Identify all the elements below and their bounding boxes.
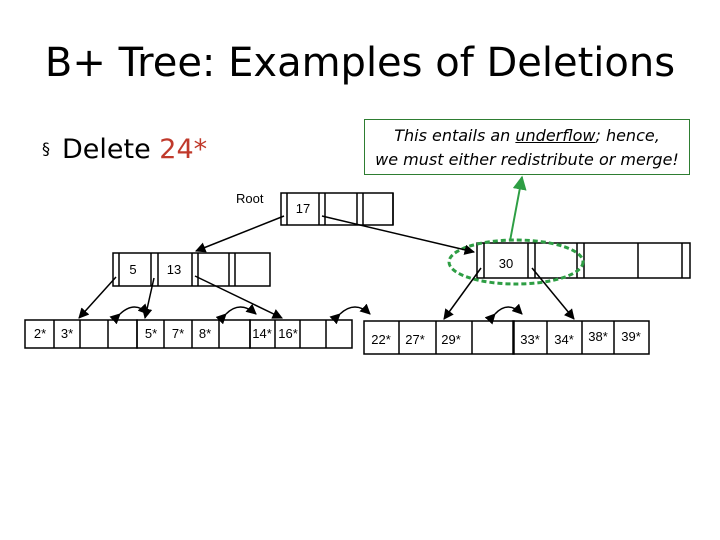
leaf-5-key-2: 34*: [554, 332, 574, 347]
leaf-4-key-1: 22*: [371, 332, 391, 347]
note-underflow-word: underflow: [515, 126, 596, 145]
bullet-marker: §: [42, 139, 50, 158]
right-inner-key-1: 30: [499, 256, 513, 271]
root-node: [280, 192, 394, 226]
underflow-note: This entails an underflow; hence, we must…: [364, 119, 690, 175]
leaf-4-key-3: 29*: [441, 332, 461, 347]
pointer-left-inner-leaf-1: [78, 276, 117, 319]
root-label: Root: [236, 191, 264, 206]
note-pointer-arrow: [509, 175, 527, 242]
leaf-5-key-3: 38*: [588, 329, 608, 344]
pointer-right-inner-leaf-5: [531, 267, 575, 320]
pointer-right-inner-leaf-4: [443, 267, 482, 320]
leaf-2-key-3: 8*: [199, 326, 211, 341]
pointer-root-left: [195, 215, 285, 253]
underflow-highlight: [447, 238, 585, 286]
leaf-node-5-box: [512, 320, 650, 355]
leaf-3-key-2: 16*: [278, 326, 298, 341]
left-inner-node: [112, 252, 271, 287]
sibling-link-2-3: [215, 303, 257, 325]
leaf-1-key-1: 2*: [34, 326, 46, 341]
sibling-link-1-2: [109, 303, 149, 325]
slide-title: B+ Tree: Examples of Deletions: [44, 40, 676, 86]
leaf-node-4: [363, 320, 515, 355]
delete-key: 24*: [159, 134, 208, 165]
leaf-2-key-1: 5*: [145, 326, 157, 341]
leaf-node-3: [249, 319, 353, 349]
leaf-node-4-box: [363, 320, 515, 355]
pointer-left-inner-leaf-3: [194, 275, 283, 319]
leaf-5-key-4: 39*: [621, 329, 641, 344]
leaf-5-key-1: 33*: [520, 332, 540, 347]
leaf-4-key-2: 27*: [405, 332, 425, 347]
sibling-link-4-5: [484, 303, 523, 325]
leaf-node-3-box: [249, 319, 353, 349]
leaf-1-key-2: 3*: [61, 326, 73, 341]
delete-bullet: § Delete 24*: [42, 134, 207, 165]
left-inner-key-2: 13: [167, 262, 181, 277]
leaf-2-key-2: 7*: [172, 326, 184, 341]
pointer-root-right: [321, 215, 476, 255]
left-inner-key-1: 5: [129, 262, 136, 277]
sibling-link-3-4: [329, 303, 371, 325]
delete-prefix: Delete: [62, 134, 160, 165]
leaf-3-key-1: 14*: [252, 326, 272, 341]
note-text-a: This entails an: [394, 126, 516, 145]
note-text-b: ; hence,: [595, 126, 660, 145]
note-text-line2: we must either redistribute or merge!: [375, 150, 679, 169]
leaf-node-5: [512, 320, 650, 355]
root-key-1: 17: [296, 201, 310, 216]
